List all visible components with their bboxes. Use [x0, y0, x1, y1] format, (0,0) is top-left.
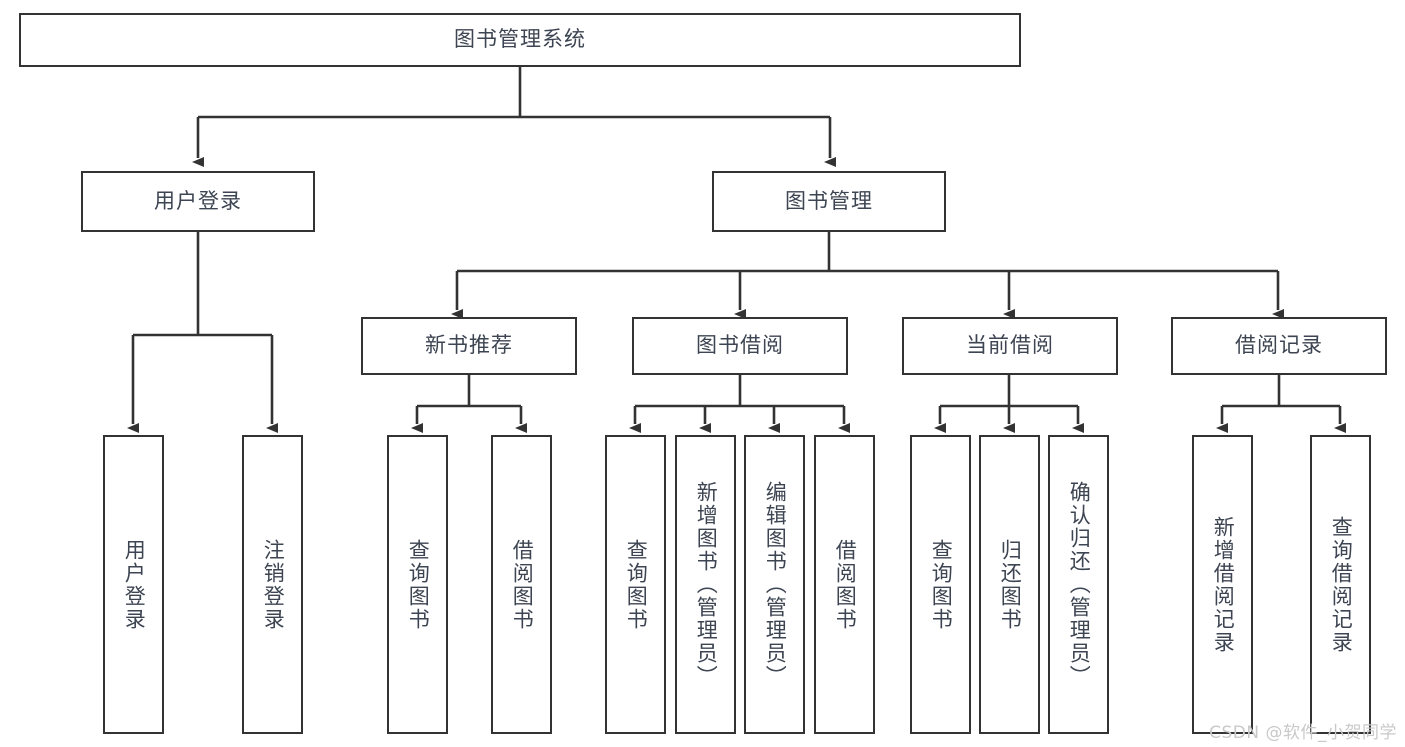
node-leaf-borrow-book-1-label: 借阅图书: [510, 538, 535, 631]
node-leaf-add-record[interactable]: 新增借阅记录: [1192, 435, 1253, 734]
node-new-book-rec-label: 新书推荐: [425, 333, 513, 358]
node-user-login[interactable]: 用户登录: [81, 171, 315, 232]
node-leaf-query-record[interactable]: 查询借阅记录: [1310, 435, 1371, 734]
node-leaf-query-record-label: 查询借阅记录: [1329, 515, 1354, 654]
node-borrow-record[interactable]: 借阅记录: [1171, 317, 1387, 375]
node-leaf-query-book-1-label: 查询图书: [406, 538, 431, 631]
node-book-manage[interactable]: 图书管理: [712, 171, 946, 232]
node-new-book-rec[interactable]: 新书推荐: [361, 317, 577, 375]
node-root-label: 图书管理系统: [454, 27, 586, 52]
node-leaf-edit-book[interactable]: 编辑图书（管理员）: [744, 435, 805, 734]
node-leaf-query-book-3[interactable]: 查询图书: [910, 435, 971, 734]
node-leaf-add-record-label: 新增借阅记录: [1211, 515, 1236, 654]
node-leaf-borrow-book-2[interactable]: 借阅图书: [814, 435, 875, 734]
node-leaf-query-book-1[interactable]: 查询图书: [387, 435, 448, 734]
node-leaf-return-book[interactable]: 归还图书: [979, 435, 1040, 734]
node-book-borrow[interactable]: 图书借阅: [632, 317, 848, 375]
node-leaf-return-book-label: 归还图书: [998, 538, 1023, 631]
node-leaf-query-book-2-label: 查询图书: [624, 538, 649, 631]
node-current-borrow-label: 当前借阅: [966, 333, 1054, 358]
node-leaf-user-logout-label: 注销登录: [261, 538, 286, 631]
node-leaf-user-login-label: 用户登录: [122, 538, 147, 631]
node-borrow-record-label: 借阅记录: [1235, 333, 1323, 358]
node-book-borrow-label: 图书借阅: [696, 333, 784, 358]
node-root[interactable]: 图书管理系统: [19, 13, 1021, 67]
node-current-borrow[interactable]: 当前借阅: [902, 317, 1118, 375]
node-leaf-confirm-return[interactable]: 确认归还（管理员）: [1048, 435, 1109, 734]
node-leaf-add-book-label: 新增图书（管理员）: [694, 481, 719, 688]
node-user-login-label: 用户登录: [154, 188, 242, 213]
node-leaf-user-logout[interactable]: 注销登录: [242, 435, 303, 734]
node-leaf-borrow-book-2-label: 借阅图书: [833, 538, 858, 631]
node-leaf-add-book[interactable]: 新增图书（管理员）: [675, 435, 736, 734]
node-leaf-confirm-return-label: 确认归还（管理员）: [1067, 481, 1092, 688]
node-leaf-user-login[interactable]: 用户登录: [103, 435, 164, 734]
node-book-manage-label: 图书管理: [785, 188, 873, 213]
node-leaf-borrow-book-1[interactable]: 借阅图书: [491, 435, 552, 734]
node-leaf-query-book-3-label: 查询图书: [929, 538, 954, 631]
node-leaf-edit-book-label: 编辑图书（管理员）: [763, 481, 788, 688]
node-leaf-query-book-2[interactable]: 查询图书: [605, 435, 666, 734]
